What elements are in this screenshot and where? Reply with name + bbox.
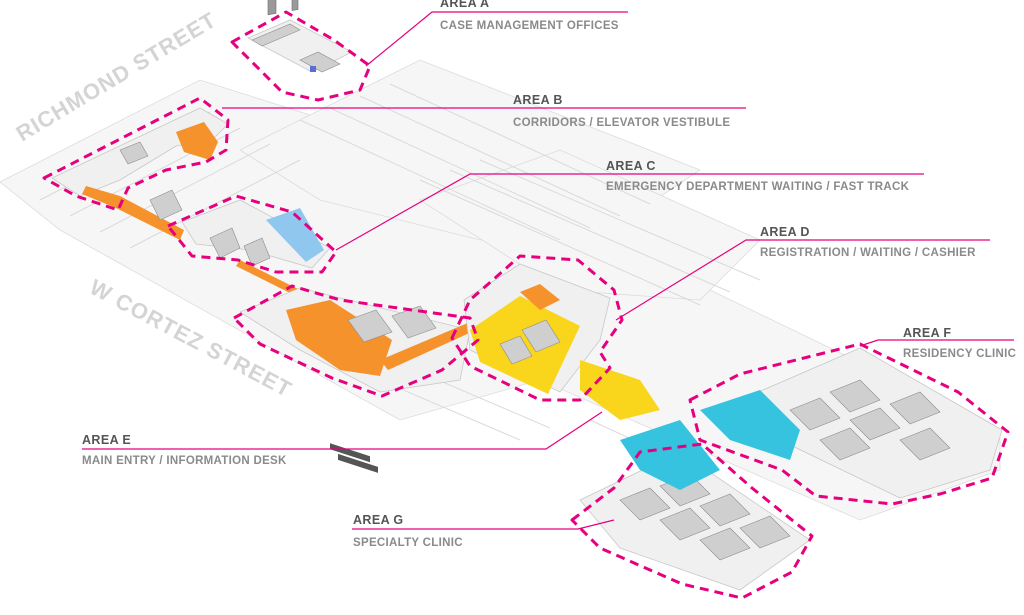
area-f-residency-clinic xyxy=(700,347,1003,499)
area-g-specialty-clinic xyxy=(579,420,811,591)
area-b-title: AREA B xyxy=(513,93,563,107)
area-c-boundary xyxy=(166,194,338,274)
area-d-boundary xyxy=(450,254,624,402)
area-boundaries xyxy=(42,10,1010,600)
area-g-leader xyxy=(352,519,615,530)
area-e-subtitle: MAIN ENTRY / INFORMATION DESK xyxy=(82,455,287,467)
area-b-corridors xyxy=(51,107,229,240)
area-g-subtitle: SPECIALTY CLINIC xyxy=(353,537,463,549)
area-f-subtitle: RESIDENCY CLINIC xyxy=(903,348,1016,360)
area-c-fast-track xyxy=(181,199,331,296)
area-c-leader xyxy=(335,173,924,251)
area-e-title: AREA E xyxy=(82,433,131,447)
area-f-leader xyxy=(859,339,1014,347)
area-c-title: AREA C xyxy=(606,159,656,173)
area-d-subtitle: REGISTRATION / WAITING / CASHIER xyxy=(760,247,976,259)
area-labels: AREA A CASE MANAGEMENT OFFICES AREA B CO… xyxy=(82,0,1016,549)
area-e-main-entry xyxy=(239,287,476,473)
area-a-title: AREA A xyxy=(440,0,489,10)
area-e-boundary xyxy=(232,284,480,398)
area-a-building xyxy=(247,0,353,73)
area-d-registration xyxy=(463,263,660,420)
area-c-subtitle: EMERGENCY DEPARTMENT WAITING / FAST TRAC… xyxy=(606,181,910,193)
area-f-title: AREA F xyxy=(903,326,951,340)
area-a-boundary xyxy=(230,10,372,102)
area-a-subtitle: CASE MANAGEMENT OFFICES xyxy=(440,20,619,32)
area-b-subtitle: CORRIDORS / ELEVATOR VESTIBULE xyxy=(513,117,730,129)
leader-lines xyxy=(82,11,1014,530)
area-d-title: AREA D xyxy=(760,225,810,239)
area-g-boundary xyxy=(570,442,814,600)
area-e-leader xyxy=(82,411,603,450)
area-b-boundary xyxy=(42,96,230,212)
area-g-title: AREA G xyxy=(353,513,404,527)
area-d-leader xyxy=(615,239,990,321)
area-a-leader xyxy=(365,11,628,67)
